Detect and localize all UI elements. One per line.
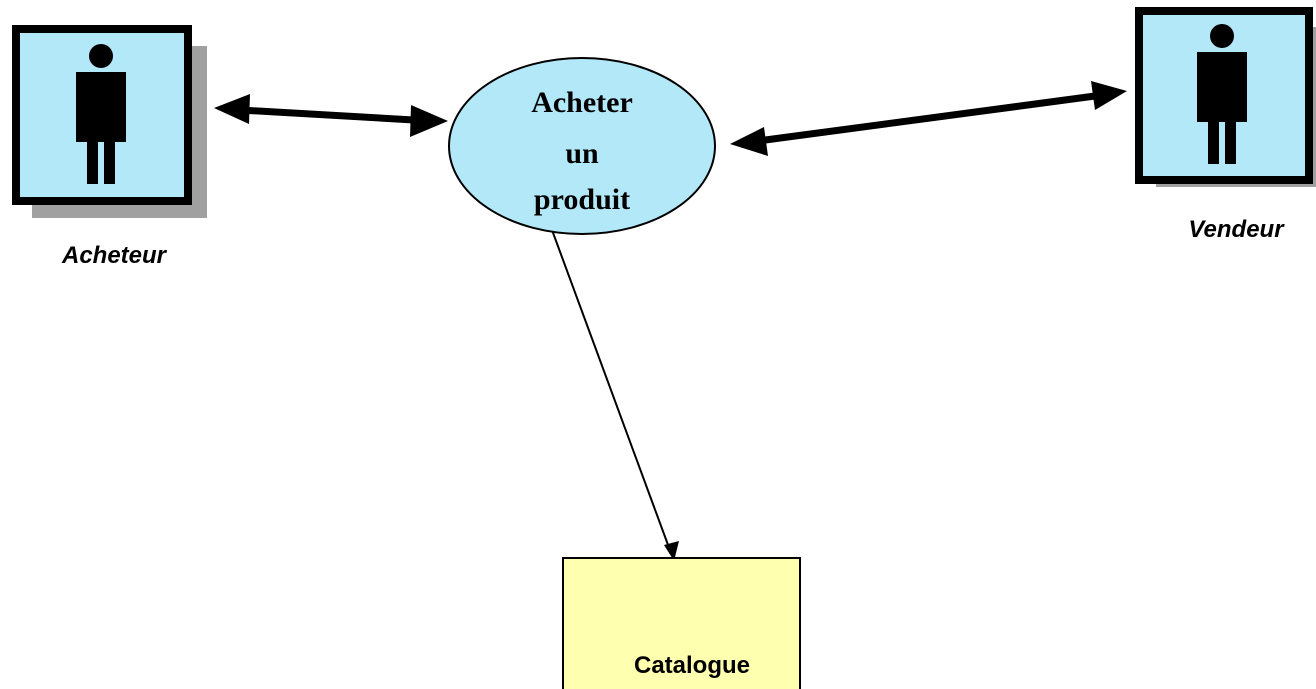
- actor-buyer[interactable]: Acheteur: [12, 25, 207, 269]
- arrowhead-down: [664, 541, 679, 561]
- connector-usecase-seller: [730, 81, 1127, 156]
- arrowhead-left: [730, 127, 768, 156]
- arrowhead-right: [1091, 81, 1127, 110]
- connector-line: [757, 92, 1096, 145]
- connector-line: [551, 229, 672, 554]
- use-case-line-1: Acheter: [531, 86, 633, 119]
- connector-line: [239, 106, 415, 124]
- person-icon: [76, 44, 126, 184]
- connector-buyer-usecase: [214, 94, 448, 137]
- actor-seller[interactable]: Vendeur: [1135, 7, 1316, 243]
- use-case-ellipse: [448, 57, 716, 235]
- arrowhead-left: [214, 94, 250, 124]
- person-icon: [1197, 24, 1247, 164]
- connector-usecase-catalogue: [551, 229, 679, 561]
- use-case-line-3: produit: [534, 183, 630, 216]
- use-case-line-2: un: [565, 137, 599, 170]
- data-store-catalogue[interactable]: Catalogue: [562, 557, 801, 689]
- catalogue-box: [562, 557, 801, 689]
- arrowhead-right: [410, 105, 448, 137]
- actor-buyer-label: Acheteur: [61, 242, 168, 269]
- use-case-buy-product[interactable]: Acheter un produit: [448, 57, 716, 235]
- actor-seller-label: Vendeur: [1188, 216, 1285, 243]
- catalogue-label: Catalogue: [634, 652, 750, 679]
